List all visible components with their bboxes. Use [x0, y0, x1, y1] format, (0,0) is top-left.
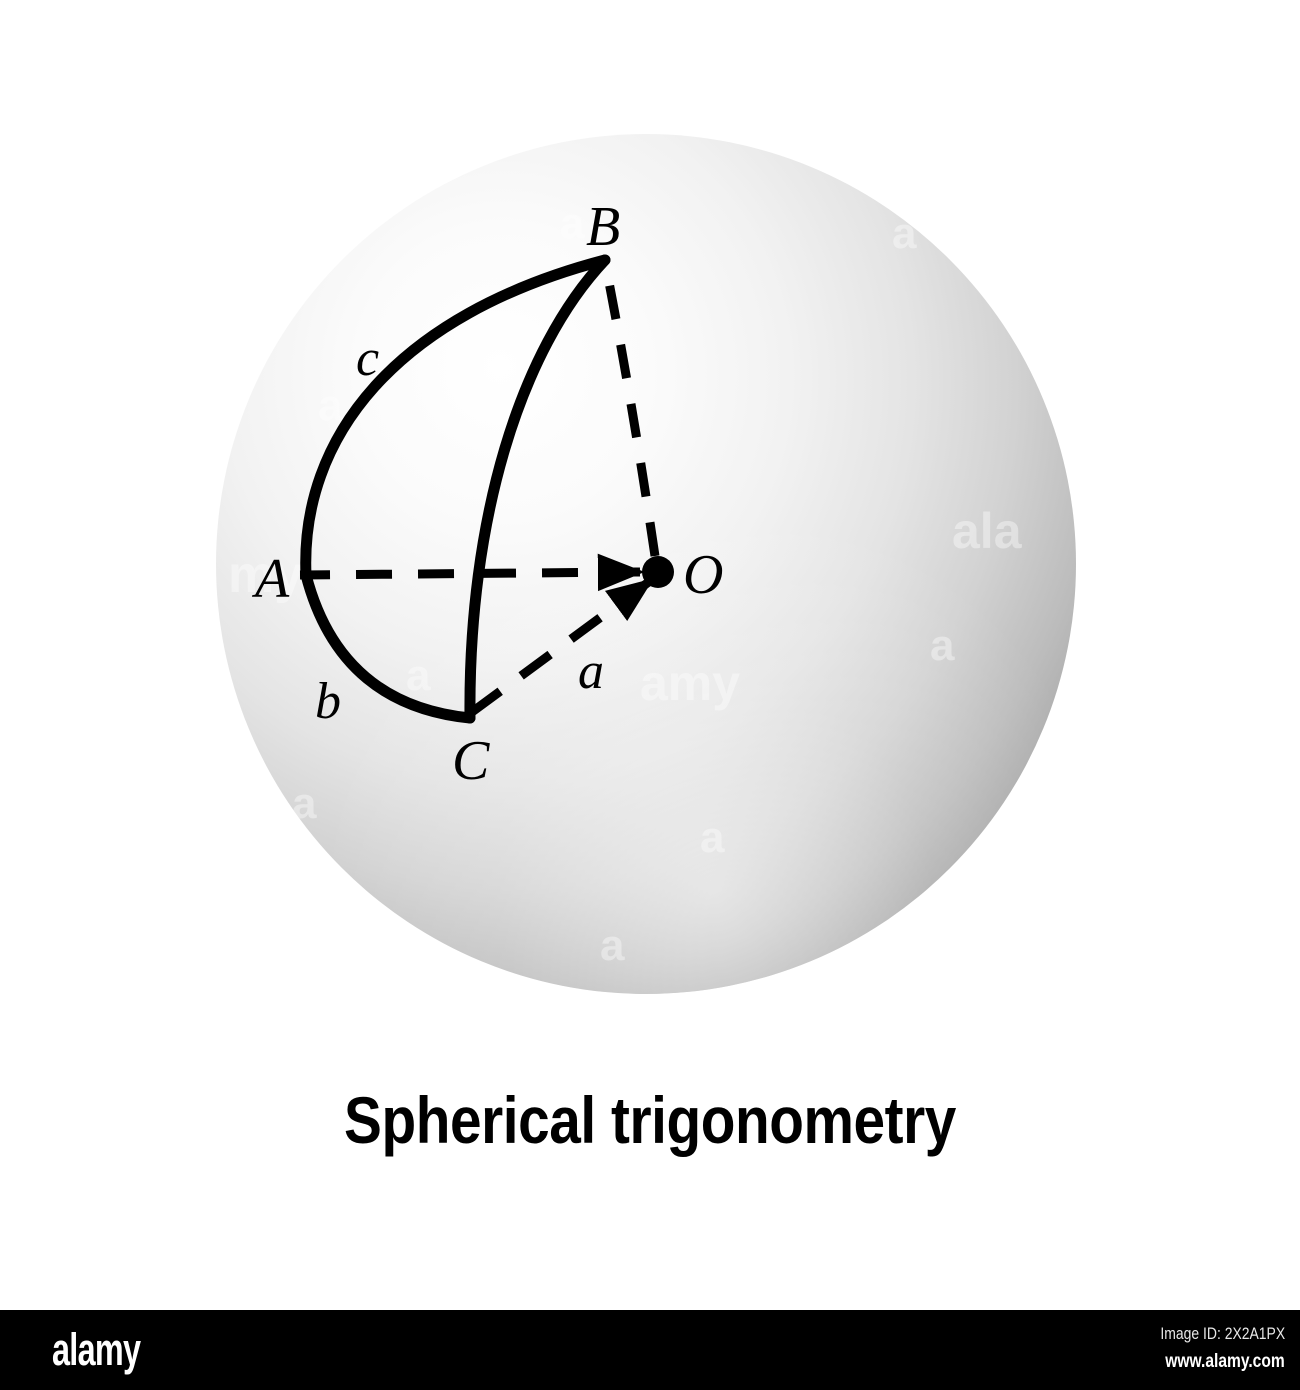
watermark-glyph: a — [560, 199, 585, 248]
centre-point-dot — [642, 556, 674, 588]
watermark-glyph: a — [930, 621, 955, 670]
side-label-c: c — [356, 330, 379, 387]
spherical-trigonometry-figure: a a a a a my a ala amy a a a ala a — [216, 134, 1085, 994]
watermark-glyph: a — [288, 233, 313, 282]
vertex-label-A: A — [251, 548, 290, 610]
sphere-diagram-svg: a a a a a my a ala amy a a a ala a — [216, 134, 1085, 994]
watermark-glyph: a — [600, 921, 625, 970]
watermark-glyph: a — [292, 779, 317, 828]
attribution-bar: alamy Image ID: 2X2A1PX www.alamy.com — [0, 1310, 1300, 1390]
radius-OA-dashed — [299, 553, 645, 592]
vertex-label-C: C — [452, 730, 490, 792]
arc-a-side-BC — [464, 254, 611, 724]
vertex-label-O: O — [683, 544, 723, 606]
watermark-glyph: a — [700, 813, 725, 862]
radius-OB-dashed — [602, 271, 660, 557]
watermark-word: amy — [640, 655, 740, 711]
watermark-glyph: a — [892, 209, 917, 258]
alamy-logo[interactable]: alamy — [52, 1324, 141, 1375]
radii-group — [299, 271, 660, 716]
watermark-word: ala — [990, 821, 1061, 877]
figure-title: Spherical trigonometry — [344, 1083, 956, 1157]
watermark-glyph: a — [1060, 381, 1085, 430]
arc-b-side-AC — [300, 569, 476, 724]
image-id-text: Image ID: 2X2A1PX — [1160, 1324, 1285, 1343]
alamy-url-link[interactable]: www.alamy.com — [1165, 1351, 1285, 1372]
watermark-word: my — [228, 546, 303, 604]
arc-c-side-AB — [300, 254, 611, 581]
side-label-b: b — [315, 673, 341, 730]
side-label-a: a — [578, 643, 604, 700]
triangle-arcs-group — [300, 254, 611, 724]
watermark-glyph: a — [318, 381, 343, 430]
watermark-word: ala — [952, 503, 1023, 559]
watermark-glyph: a — [406, 651, 431, 700]
vertex-label-B: B — [586, 196, 620, 258]
